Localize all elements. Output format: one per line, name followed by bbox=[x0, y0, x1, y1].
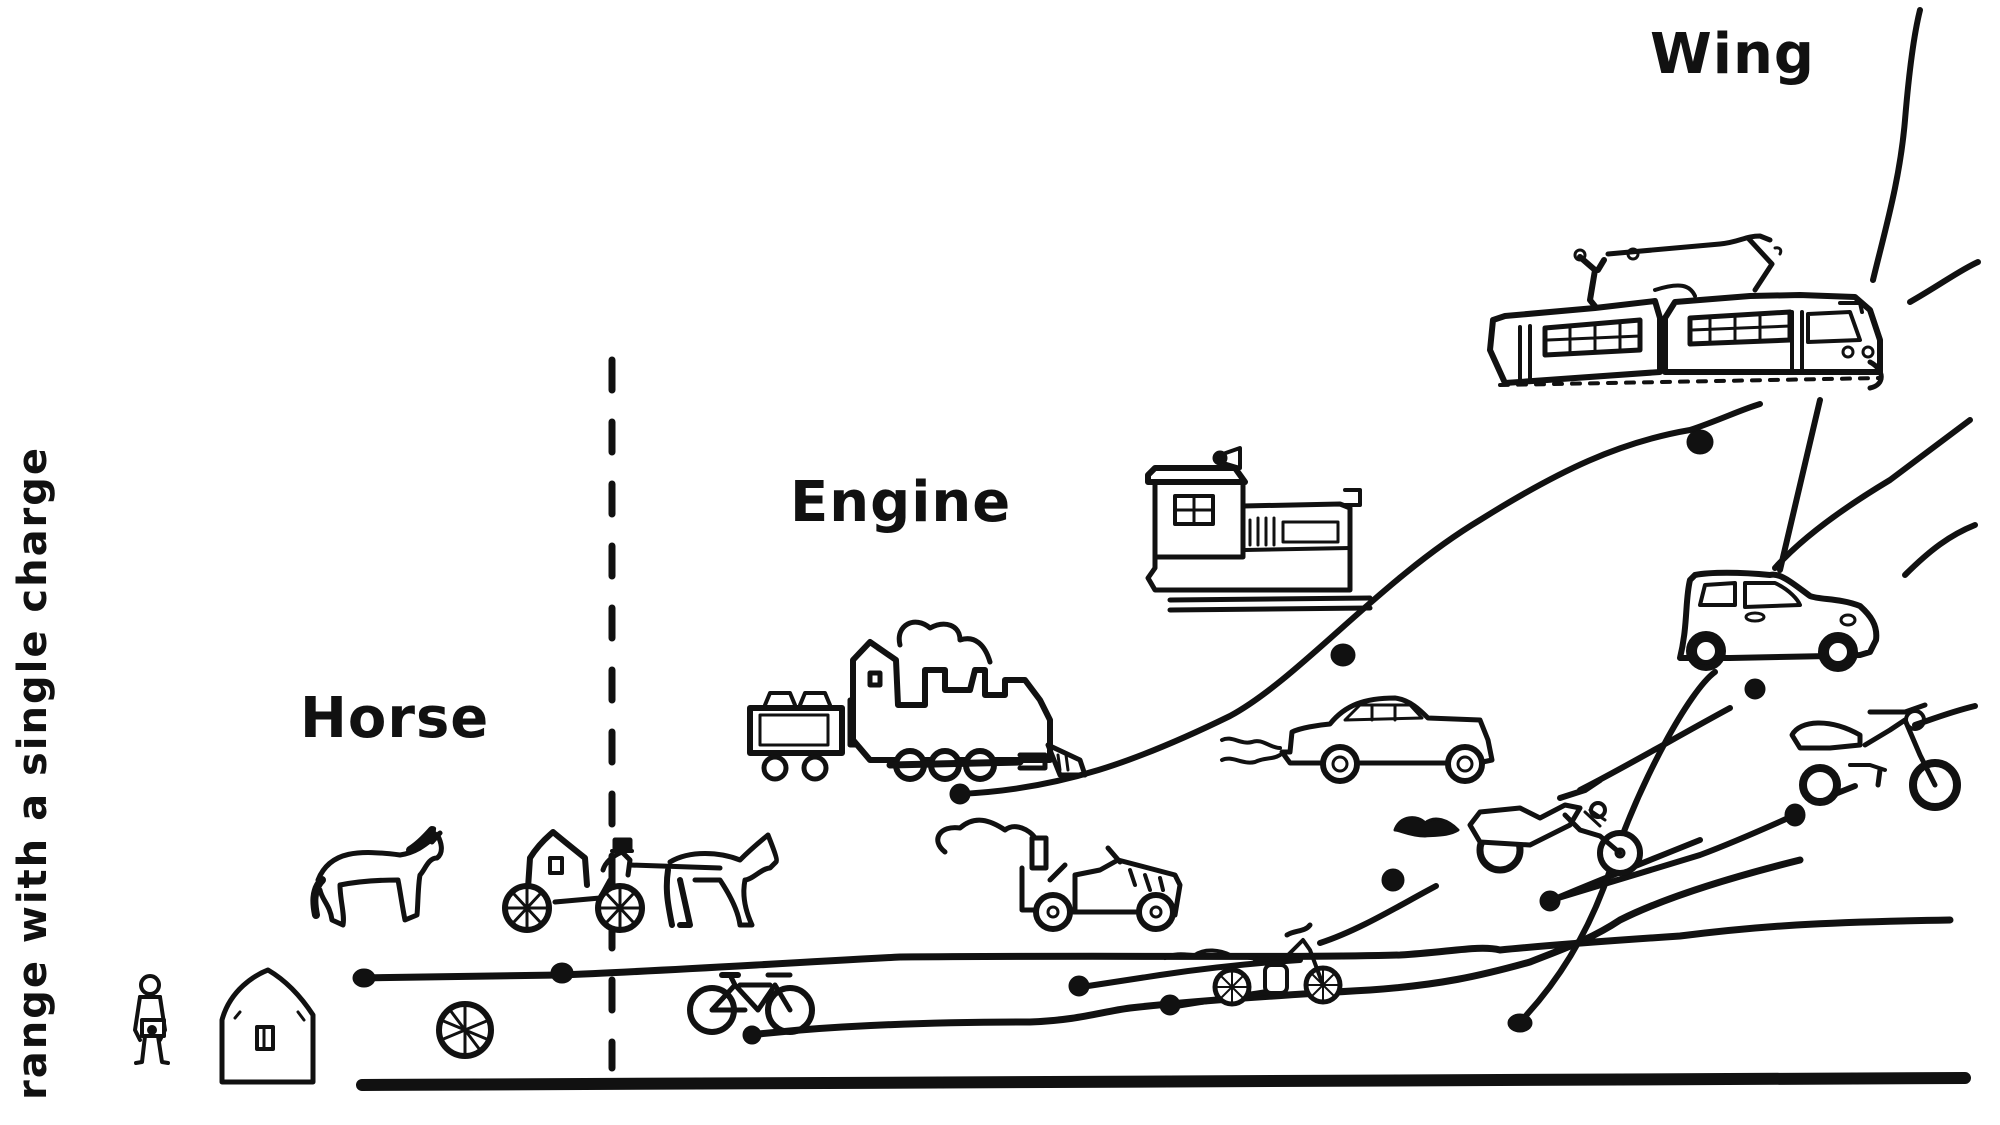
curve-electric-car bbox=[1507, 417, 1973, 1033]
curve-node bbox=[352, 968, 376, 988]
curve-node bbox=[1330, 643, 1356, 667]
curve-node bbox=[1381, 868, 1405, 892]
curve-bicycle bbox=[742, 856, 1804, 1045]
early-automobile-icon bbox=[935, 817, 1183, 932]
era-label-horse: Horse bbox=[300, 686, 490, 751]
curve-node bbox=[1784, 803, 1806, 827]
curve-wing bbox=[1870, 7, 1923, 283]
classic-car-icon bbox=[1220, 695, 1495, 784]
baseline-axis bbox=[356, 1072, 1971, 1091]
curve-node bbox=[550, 962, 574, 984]
wheel-icon bbox=[436, 1001, 494, 1059]
curve-node bbox=[1744, 678, 1766, 700]
curve-node bbox=[1159, 994, 1181, 1016]
steam-locomotive-icon bbox=[747, 619, 1088, 782]
curve-node bbox=[742, 1025, 762, 1045]
diesel-locomotive-icon bbox=[1145, 446, 1373, 613]
curve-node bbox=[949, 783, 971, 805]
horse-carriage-icon bbox=[502, 829, 779, 933]
y-axis-label: range with a single charge bbox=[10, 445, 56, 1100]
curve-electric-motorcycle bbox=[1542, 703, 1978, 905]
motorcycle-icon bbox=[1393, 777, 1643, 876]
electric-tram-icon bbox=[1487, 233, 1884, 391]
horse-icon bbox=[310, 826, 444, 928]
electric-motorcycle-icon bbox=[1789, 702, 1961, 811]
electric-car-icon bbox=[1677, 569, 1880, 672]
hut-icon bbox=[219, 967, 316, 1085]
human-figure bbox=[133, 974, 170, 1065]
curve-node bbox=[1068, 975, 1090, 997]
bicycle-icon bbox=[687, 972, 815, 1035]
curve-horse-era bbox=[352, 916, 1954, 988]
era-label-wing: Wing bbox=[1650, 22, 1815, 87]
vintage-motorcycle-icon bbox=[1163, 922, 1343, 1007]
curve-node bbox=[1686, 429, 1714, 455]
era-label-engine: Engine bbox=[790, 470, 1012, 535]
curve-rail bbox=[949, 259, 1981, 805]
curve-node bbox=[1507, 1013, 1533, 1033]
